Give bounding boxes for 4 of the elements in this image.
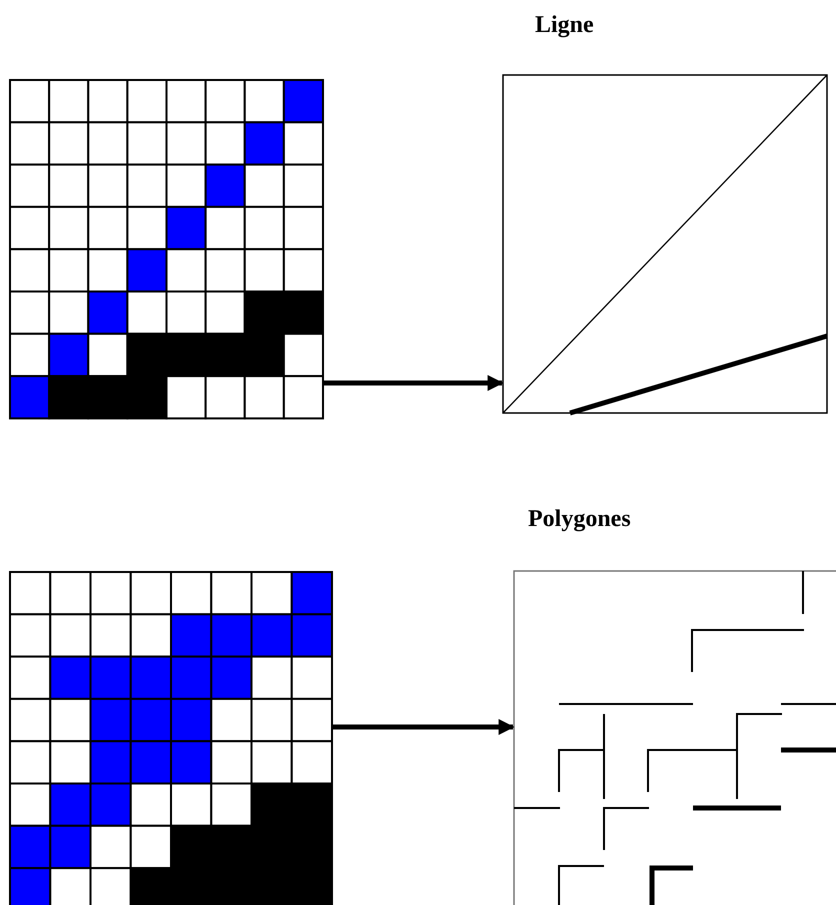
arrow <box>333 719 515 735</box>
arrow <box>324 375 504 391</box>
panel-heading: Polygones <box>528 506 631 533</box>
panel-heading: Ligne <box>535 12 594 39</box>
